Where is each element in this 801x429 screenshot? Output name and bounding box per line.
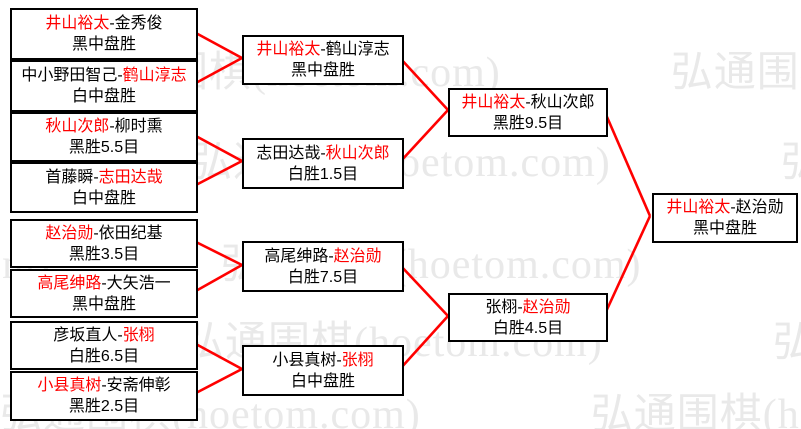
separator: -: [93, 224, 99, 242]
match-box-final: 井山裕太-赵治勋 黑中盘胜: [652, 193, 798, 243]
player-name: 安斋伸彰: [106, 377, 171, 394]
player-name: 鹤山淳志: [325, 41, 390, 58]
match-box-r1-4: 首藤瞬-志田达哉 白中盘胜: [10, 162, 198, 213]
player-name: 首藤瞬: [45, 168, 94, 186]
match-players: 小县真树-安斋伸彰: [12, 375, 196, 396]
separator: -: [320, 41, 326, 58]
match-result: 黑胜3.5目: [68, 245, 140, 263]
player-name-winner: 井山裕太: [461, 93, 526, 111]
match-players: 彦坂直人-张栩: [12, 325, 196, 346]
player-name: 秋山次郎: [530, 93, 595, 111]
match-result: 白胜1.5目: [287, 165, 359, 183]
separator: -: [101, 274, 107, 292]
match-players: 中小野田智己-鹤山淳志: [12, 65, 196, 86]
player-name: 金秀俊: [114, 15, 163, 32]
player-name-winner: 井山裕太: [666, 199, 731, 216]
watermark-text: 弘通围棋(hoetom.com): [781, 140, 801, 186]
player-name-winner: 高尾绅路: [37, 274, 102, 292]
match-players: 井山裕太-赵治勋: [654, 197, 796, 218]
match-box-r2-1: 井山裕太-鹤山淳志 黑中盘胜: [242, 35, 404, 85]
player-name-winner: 赵治勋: [333, 247, 382, 265]
separator: -: [336, 351, 342, 369]
match-box-r2-2: 志田达哉-秋山次郎 白胜1.5目: [242, 138, 404, 189]
match-players: 秋山次郎-柳时熏: [12, 116, 196, 137]
match-result: 白胜7.5目: [287, 268, 359, 286]
match-box-r1-2: 中小野田智己-鹤山淳志 白中盘胜: [10, 60, 198, 112]
player-name-winner: 志田达哉: [98, 168, 163, 186]
match-box-r1-6: 高尾绅路-大矢浩一 黑中盘胜: [10, 269, 198, 318]
player-name-winner: 小县真树: [37, 377, 102, 394]
match-box-r1-1: 井山裕太-金秀俊 黑中盘胜: [10, 8, 198, 60]
watermark-text: 弘通围棋(hoetom.com): [670, 50, 801, 96]
player-name: 志田达哉: [256, 144, 321, 162]
player-name-winner: 张栩: [122, 326, 155, 344]
player-name: 依田纪基: [98, 224, 163, 242]
match-box-r2-4: 小县真树-张栩 白中盘胜: [242, 345, 404, 396]
player-name: 小县真树: [272, 351, 337, 369]
match-result: 黑中盘胜: [692, 220, 757, 237]
match-result: 黑胜5.5目: [68, 139, 140, 156]
match-result: 白中盘胜: [290, 372, 355, 390]
match-box-r1-5: 赵治勋-依田纪基 黑胜3.5目: [10, 219, 198, 268]
separator: -: [109, 15, 115, 32]
separator: -: [117, 326, 123, 344]
separator: -: [517, 298, 523, 316]
separator: -: [117, 67, 123, 84]
match-box-r2-3: 高尾绅路-赵治勋 白胜7.5目: [242, 241, 404, 292]
player-name-winner: 赵治勋: [45, 224, 94, 242]
match-result: 黑中盘胜: [71, 295, 136, 313]
match-result: 白胜4.5目: [492, 319, 564, 337]
player-name-winner: 秋山次郎: [45, 118, 110, 135]
match-players: 高尾绅路-大矢浩一: [12, 273, 196, 294]
match-players: 首藤瞬-志田达哉: [12, 167, 196, 188]
separator: -: [525, 93, 531, 111]
separator: -: [328, 247, 334, 265]
player-name-winner: 赵治勋: [522, 298, 571, 316]
separator: -: [93, 168, 99, 186]
player-name-winner: 井山裕太: [256, 41, 321, 58]
player-name: 柳时熏: [114, 118, 163, 135]
player-name-winner: 井山裕太: [45, 15, 110, 32]
match-players: 志田达哉-秋山次郎: [244, 143, 402, 164]
match-result: 白中盘胜: [71, 189, 136, 207]
match-players: 井山裕太-金秀俊: [12, 13, 196, 34]
match-players: 高尾绅路-赵治勋: [244, 246, 402, 267]
watermark-text: 弘通围棋(hoetom.com): [590, 392, 801, 429]
player-name-winner: 张栩: [341, 351, 374, 369]
match-result: 白中盘胜: [71, 88, 136, 105]
match-result: 黑中盘胜: [71, 36, 136, 53]
player-name: 中小野田智己: [21, 67, 118, 84]
player-name: 赵治勋: [735, 199, 784, 216]
match-result: 黑胜9.5目: [492, 114, 564, 132]
match-players: 井山裕太-秋山次郎: [450, 92, 606, 113]
match-players: 张栩-赵治勋: [450, 297, 606, 318]
match-box-r1-8: 小县真树-安斋伸彰 黑胜2.5目: [10, 371, 198, 421]
player-name: 大矢浩一: [106, 274, 171, 292]
match-players: 井山裕太-鹤山淳志: [244, 39, 402, 60]
player-name: 高尾绅路: [264, 247, 329, 265]
match-result: 黑中盘胜: [290, 62, 355, 79]
match-players: 小县真树-张栩: [244, 350, 402, 371]
match-box-sf-2: 张栩-赵治勋 白胜4.5目: [448, 293, 608, 342]
match-result: 白胜6.5目: [68, 347, 140, 365]
player-name: 彦坂直人: [53, 326, 118, 344]
match-players: 赵治勋-依田纪基: [12, 223, 196, 244]
separator: -: [730, 199, 736, 216]
match-box-r1-7: 彦坂直人-张栩 白胜6.5目: [10, 321, 198, 370]
watermark-text: 弘通围棋(hoetom.com): [772, 320, 801, 366]
player-name-winner: 鹤山淳志: [122, 67, 187, 84]
player-name: 张栩: [485, 298, 518, 316]
player-name-winner: 秋山次郎: [325, 144, 390, 162]
match-box-r1-3: 秋山次郎-柳时熏 黑胜5.5目: [10, 112, 198, 162]
separator: -: [109, 118, 115, 135]
separator: -: [101, 377, 107, 394]
separator: -: [320, 144, 326, 162]
match-box-sf-1: 井山裕太-秋山次郎 黑胜9.5目: [448, 88, 608, 137]
match-result: 黑胜2.5目: [68, 398, 140, 415]
